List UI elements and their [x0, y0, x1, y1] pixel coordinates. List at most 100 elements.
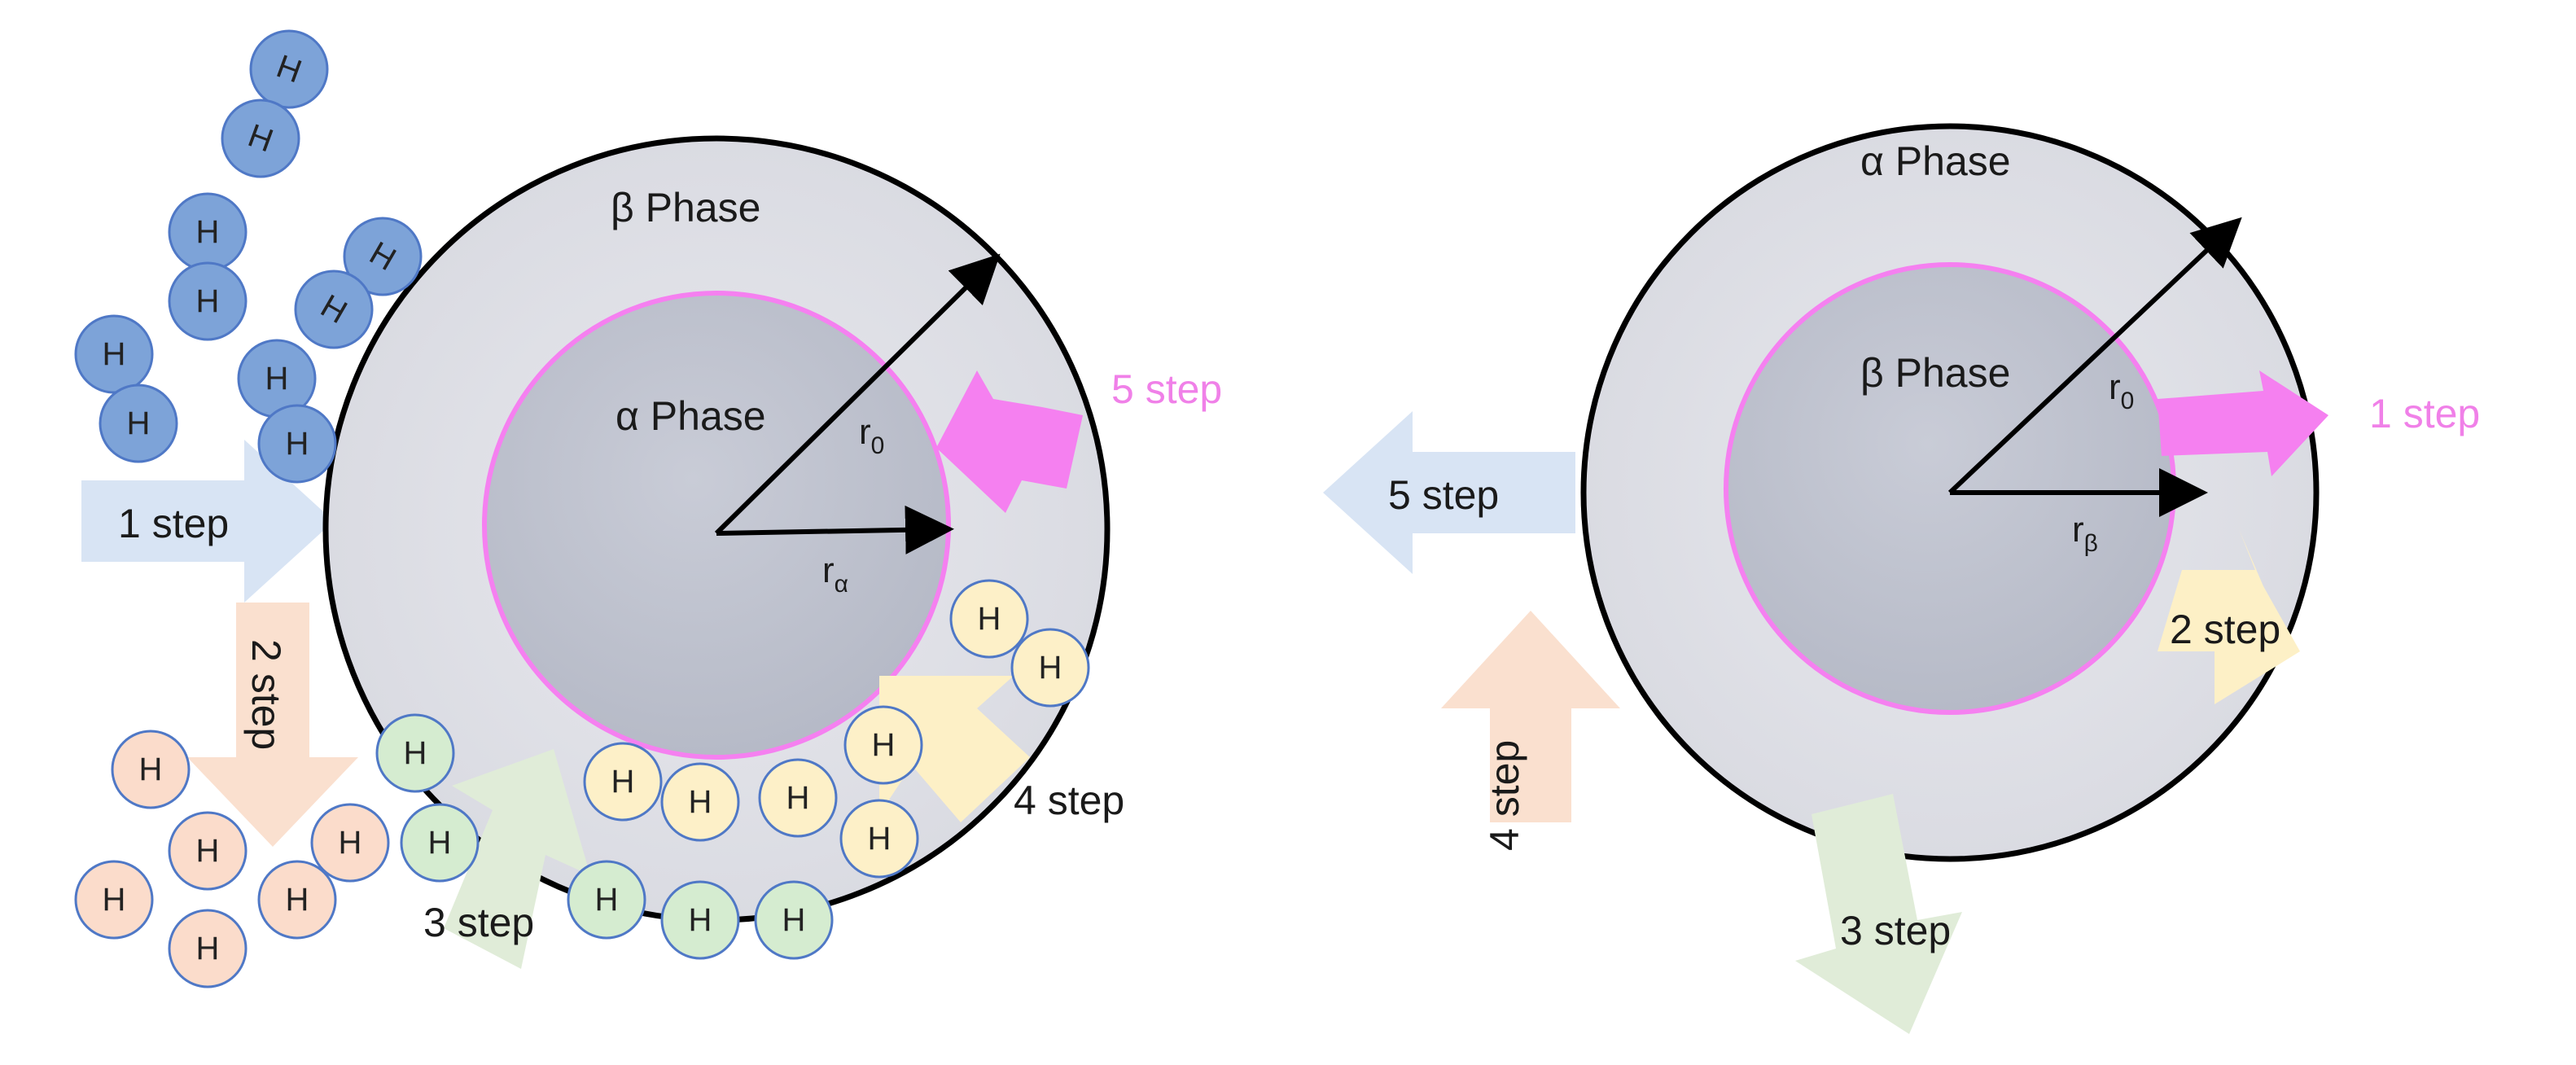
h-atom-label: H [1039, 650, 1062, 686]
h-atom: H [168, 261, 248, 341]
h-atom-label: H [689, 902, 712, 938]
h-atom: H [583, 742, 663, 822]
step1-label: 1 step [118, 501, 229, 546]
h-atom: H [375, 713, 455, 793]
h-atom: H [111, 730, 191, 809]
step4-label: 4 step [1482, 740, 1527, 851]
step4-arrow [1441, 611, 1620, 822]
h-atom: H [310, 803, 390, 883]
step3-label: 3 step [423, 900, 534, 945]
h-atom: H [949, 579, 1029, 659]
h-atom-label: H [404, 735, 427, 771]
h-atom: H [843, 705, 923, 785]
h-atom: H [74, 860, 154, 940]
step4-arrow [879, 676, 1030, 822]
absorption-panel: β Phase α Phase r0 rα 1 step 2 step 3 st… [74, 29, 1222, 988]
r0-vector [1947, 217, 2242, 495]
h-atom: H [343, 217, 423, 296]
h-atom-circle [221, 99, 300, 178]
h-atom: H [660, 880, 740, 960]
h-atom-circle [99, 383, 178, 463]
h-atom-label: H [428, 825, 452, 861]
h-atom-label: H [103, 336, 126, 372]
r-inner-label: rβ [2072, 510, 2098, 557]
step1-arrow [81, 440, 334, 603]
r-inner-label: rα [822, 550, 848, 598]
inner-phase-label: α Phase [616, 393, 766, 439]
h-atom: H [294, 270, 374, 349]
step2-arrow [187, 603, 358, 847]
h-atom-circle [294, 270, 374, 349]
h-atom: H [1010, 628, 1090, 708]
inner-phase-circle [482, 291, 951, 760]
h-atom-label: H [196, 931, 220, 966]
h-atom: H [754, 880, 834, 960]
r-inner-vector [716, 505, 954, 554]
h-atom: H [758, 758, 838, 838]
h-atom: H [168, 811, 248, 891]
h-atom: H [74, 314, 154, 394]
h-atom: H [567, 860, 646, 940]
h-atom-label: H [103, 882, 126, 918]
h-atom-label: H [689, 784, 712, 820]
h-atom-label: H [868, 821, 892, 857]
h-atom-circle [567, 860, 646, 940]
h-atom-label: H [611, 764, 635, 800]
r-inner-label-main: r [2072, 510, 2084, 550]
r0-label: r0 [2109, 367, 2134, 414]
step2-arrow [2158, 529, 2300, 704]
step2-label: 2 step [243, 639, 289, 750]
h-atom-circle [660, 880, 740, 960]
h-atom-circle [400, 803, 480, 883]
h-atom: H [257, 860, 337, 940]
step5-arrow [936, 370, 1083, 513]
inner-phase-circle [1724, 262, 2176, 715]
h-atom: H [221, 99, 300, 178]
h-atom-circle [949, 579, 1029, 659]
h-atom-circle [843, 705, 923, 785]
h-atom-label: H [595, 882, 619, 918]
step4-label: 4 step [1014, 778, 1124, 823]
h-atom-label: H [286, 426, 309, 462]
step3-label: 3 step [1840, 908, 1951, 953]
h-atom-circle [257, 404, 337, 484]
r-inner-label-main: r [822, 550, 835, 590]
r0-label-main: r [2109, 367, 2121, 407]
h-atom: H [660, 762, 740, 842]
h-atoms-surface: H H H H H [375, 713, 834, 960]
h-atom-circle [168, 811, 248, 891]
r0-label-sub: 0 [871, 432, 885, 459]
h-atom-circle [168, 261, 248, 341]
step5-label: 5 step [1388, 472, 1499, 518]
step1-arrow [2158, 370, 2328, 476]
h-atom: H [237, 339, 317, 419]
r-inner-label-sub: α [835, 571, 848, 598]
r0-vector [714, 253, 1001, 536]
r0-label: r0 [859, 412, 884, 459]
h-atom: H [839, 799, 919, 879]
h-atom-circle [754, 880, 834, 960]
h-atom-circle [249, 29, 329, 109]
h-atom: H [257, 404, 337, 484]
h-atom-label: H [127, 405, 151, 441]
h-atom: H [168, 909, 248, 988]
h-atom-label: H [265, 361, 289, 397]
h-atom-label: H [786, 780, 810, 816]
h-atom-circle [168, 909, 248, 988]
h-atom-label: H [782, 902, 806, 938]
step5-label: 5 step [1111, 366, 1222, 412]
h-atom-label: H [139, 752, 163, 787]
step3-arrow [444, 749, 590, 969]
h-atom-label: H [196, 833, 220, 869]
h-atom-circle [1010, 628, 1090, 708]
h-atom-circle [375, 713, 455, 793]
r-inner-label-sub: β [2084, 530, 2098, 557]
step3-arrow [1795, 794, 1962, 1034]
h-atom-circle [839, 799, 919, 879]
h-atom-label: H [872, 727, 896, 763]
h-atom-circle [343, 217, 423, 296]
